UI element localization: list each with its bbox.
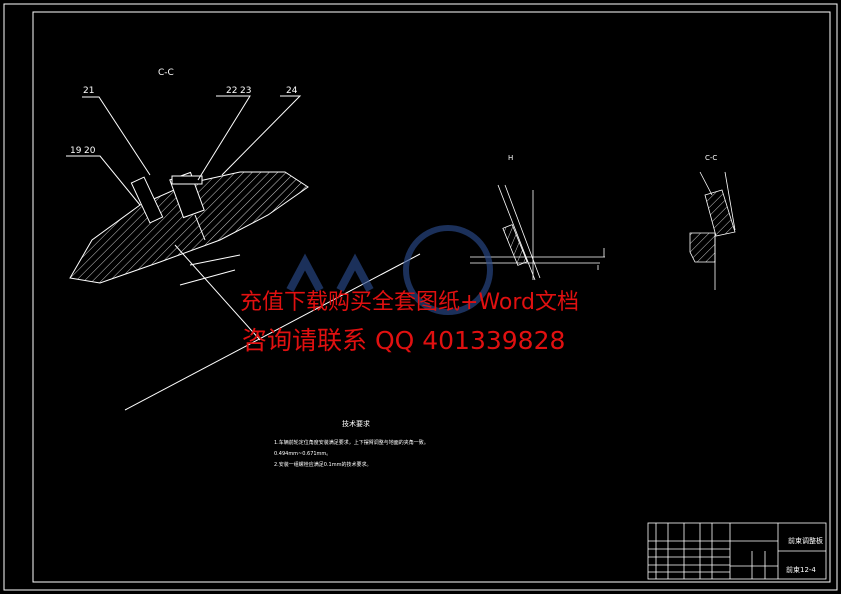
top-view-label: H (508, 154, 513, 162)
note-line-3: 2.安装一组螺栓应满足0.1mm的技术要求。 (274, 461, 371, 468)
watermark-line-1: 充值下载购买全套图纸+Word文档 (240, 290, 579, 315)
right-view-label: C-C (705, 154, 717, 162)
note-line-1: 1.车辆前轮定位角度安装满足要求，上下摆臂调整与地面的夹角一致。 (274, 439, 429, 446)
outer-frame (3, 3, 838, 591)
balloon-21: 21 (83, 86, 94, 96)
notes-heading: 技术要求 (342, 419, 370, 428)
right-view-cc: C-C (689, 154, 736, 290)
drawing-name: 前束调整板 (788, 536, 823, 545)
bolt-left (130, 176, 164, 224)
balloon-23: 23 (240, 86, 251, 96)
balloon-19: 19 (70, 146, 82, 156)
note-line-2: 0.494mm~0.671mm。 (274, 451, 331, 457)
main-section-label: C-C (158, 68, 174, 78)
top-view-h: H (470, 154, 605, 281)
main-section-view: C-C 21 22 23 24 19 20 (66, 68, 421, 411)
balloon-20: 20 (84, 146, 96, 156)
bolt-head (171, 175, 203, 185)
technical-notes: 技术要求 1.车辆前轮定位角度安装满足要求，上下摆臂调整与地面的夹角一致。 0.… (274, 419, 429, 468)
blade-section (69, 171, 309, 284)
title-block: 前束调整板 前束12-4 (647, 522, 827, 580)
drawing-number: 前束12-4 (786, 565, 816, 574)
watermark-logo (286, 225, 493, 315)
watermark-line-2: 咨询请联系 QQ 401339828 (242, 326, 566, 355)
inner-frame (32, 11, 831, 583)
balloon-24: 24 (286, 86, 298, 96)
balloon-22: 22 (226, 86, 237, 96)
